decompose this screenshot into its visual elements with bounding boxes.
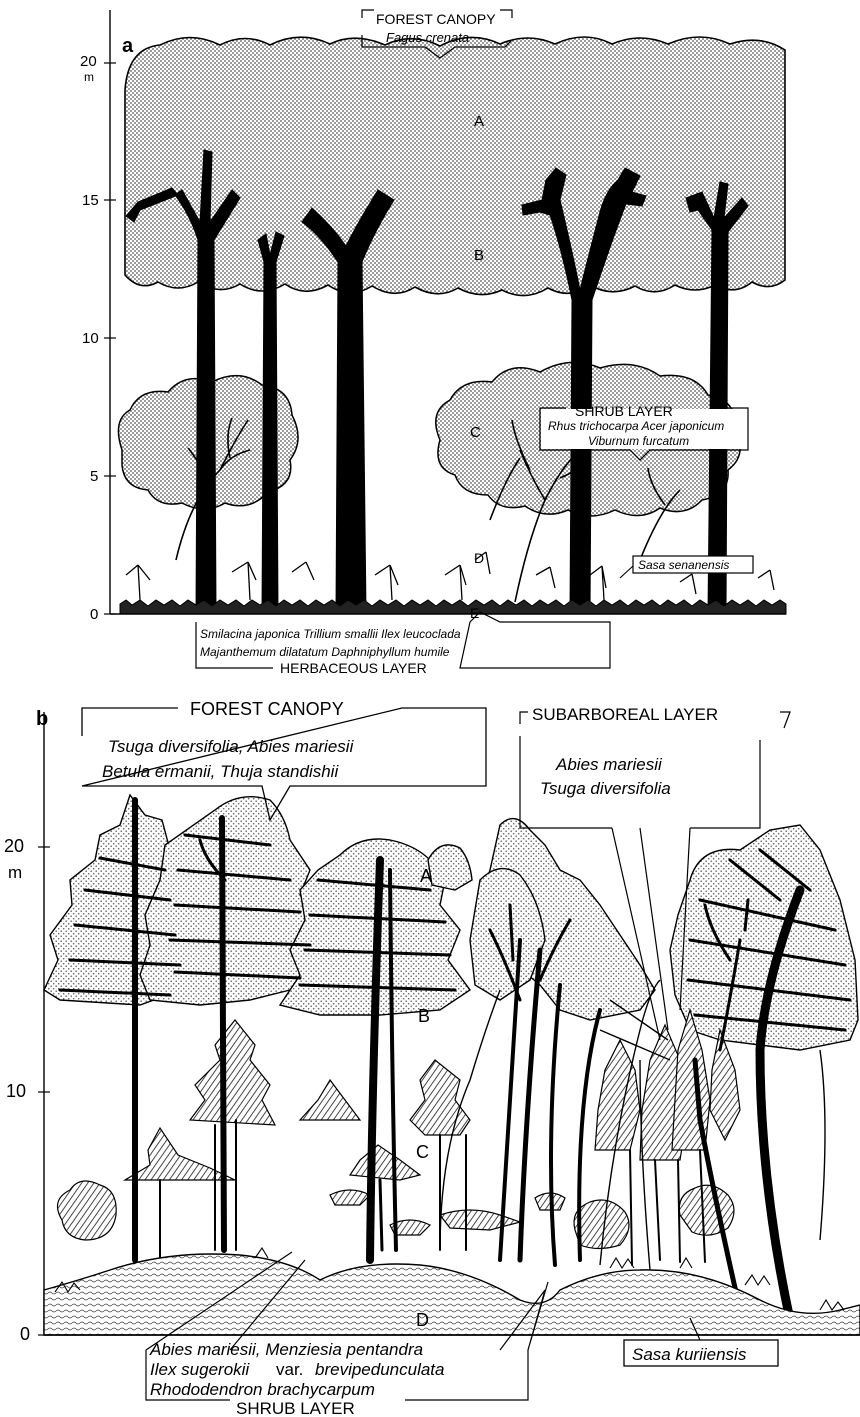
panel-a-canopy-title: FOREST CANOPY: [376, 11, 496, 27]
panel-a-herb-line1: Smilacina japonica Trillium smallii Ilex…: [200, 627, 461, 641]
panel-b-layer-D: D: [416, 1310, 429, 1330]
panel-a-herb-line2: Majanthemum dilatatum Daphniphyllum humi…: [200, 645, 450, 659]
panel-b-canopy-crowns: [44, 795, 858, 1050]
panel-b-sasa-label: Sasa kuriiensis: [632, 1345, 747, 1364]
panel-b-subarboreal-line1: Abies mariesii: [555, 755, 663, 774]
panel-b-tick-0: 0: [20, 1324, 30, 1344]
panel-a-sasa-label: Sasa senanensis: [638, 558, 729, 572]
panel-b-shrub-line2a: Ilex sugerokii: [150, 1360, 250, 1379]
panel-a-herb-callout: Smilacina japonica Trillium smallii Ilex…: [196, 612, 610, 676]
panel-b-letter: b: [36, 708, 48, 730]
panel-a-layer-B: B: [474, 247, 484, 264]
panel-b-ground-mounds: [44, 1254, 860, 1335]
panel-a-unit: m: [84, 70, 94, 84]
panel-b-shrub-line3: Rhododendron brachycarpum: [150, 1380, 375, 1399]
panel-a: a 20 m 15 10 5 0: [80, 10, 786, 676]
panel-a-tick-10: 10: [82, 330, 99, 347]
panel-a-y-axis: 20 m 15 10 5 0: [80, 10, 116, 623]
panel-b-layer-A: A: [420, 866, 432, 886]
panel-b-subarboreal-title: SUBARBOREAL LAYER: [532, 705, 718, 724]
panel-a-canopy-blob: [125, 37, 785, 296]
panel-a-shrub-title: SHRUB LAYER: [575, 403, 673, 419]
panel-b-shrub-line2c: brevipedunculata: [315, 1360, 444, 1379]
panel-a-tick-0: 0: [90, 606, 98, 623]
panel-b-layer-B: B: [418, 1006, 430, 1026]
panel-a-tick-15: 15: [82, 192, 99, 209]
panel-b-shrub-line2b: var.: [276, 1360, 303, 1379]
panel-b: b 20 m 10 0: [4, 699, 860, 1417]
panel-a-layer-A: A: [474, 113, 484, 130]
panel-b-layer-C: C: [416, 1142, 429, 1162]
panel-a-layer-D: D: [474, 550, 484, 566]
panel-b-tick-20: 20: [4, 836, 24, 856]
panel-b-y-axis: 20 m 10 0: [4, 712, 50, 1344]
panel-a-canopy-species: Fagus crenata: [386, 30, 469, 45]
panel-a-shrub-line2: Viburnum furcatum: [588, 434, 689, 448]
panel-a-sasa-box: Sasa senanensis: [620, 556, 753, 578]
panel-b-subarboreal-conifers: [125, 1010, 740, 1180]
panel-b-shrub-title: SHRUB LAYER: [236, 1399, 355, 1417]
panel-a-layer-E: E: [470, 605, 479, 621]
panel-b-subarboreal-line2: Tsuga diversifolia: [540, 779, 671, 798]
panel-a-layer-C: C: [470, 424, 481, 441]
panel-a-tick-5: 5: [90, 468, 98, 485]
panel-b-canopy-callout: FOREST CANOPY Tsuga diversifolia, Abies …: [82, 699, 486, 820]
panel-b-shrub-line1: Abies mariesii, Menziesia pentandra: [149, 1340, 423, 1359]
panel-b-unit: m: [8, 863, 22, 882]
panel-b-canopy-title: FOREST CANOPY: [190, 699, 344, 719]
panel-b-canopy-line2: Betula ermanii, Thuja standishii: [102, 762, 339, 781]
panel-a-herb-band: [120, 600, 786, 614]
panel-a-letter: a: [122, 35, 134, 57]
panel-a-tick-20: 20: [80, 53, 97, 70]
panel-b-canopy-line1: Tsuga diversifolia, Abies mariesii: [108, 737, 355, 756]
panel-a-shrub-line1: Rhus trichocarpa Acer japonicum: [548, 419, 724, 433]
panel-b-tick-10: 10: [6, 1081, 26, 1101]
panel-a-herb-title: HERBACEOUS LAYER: [280, 660, 427, 676]
